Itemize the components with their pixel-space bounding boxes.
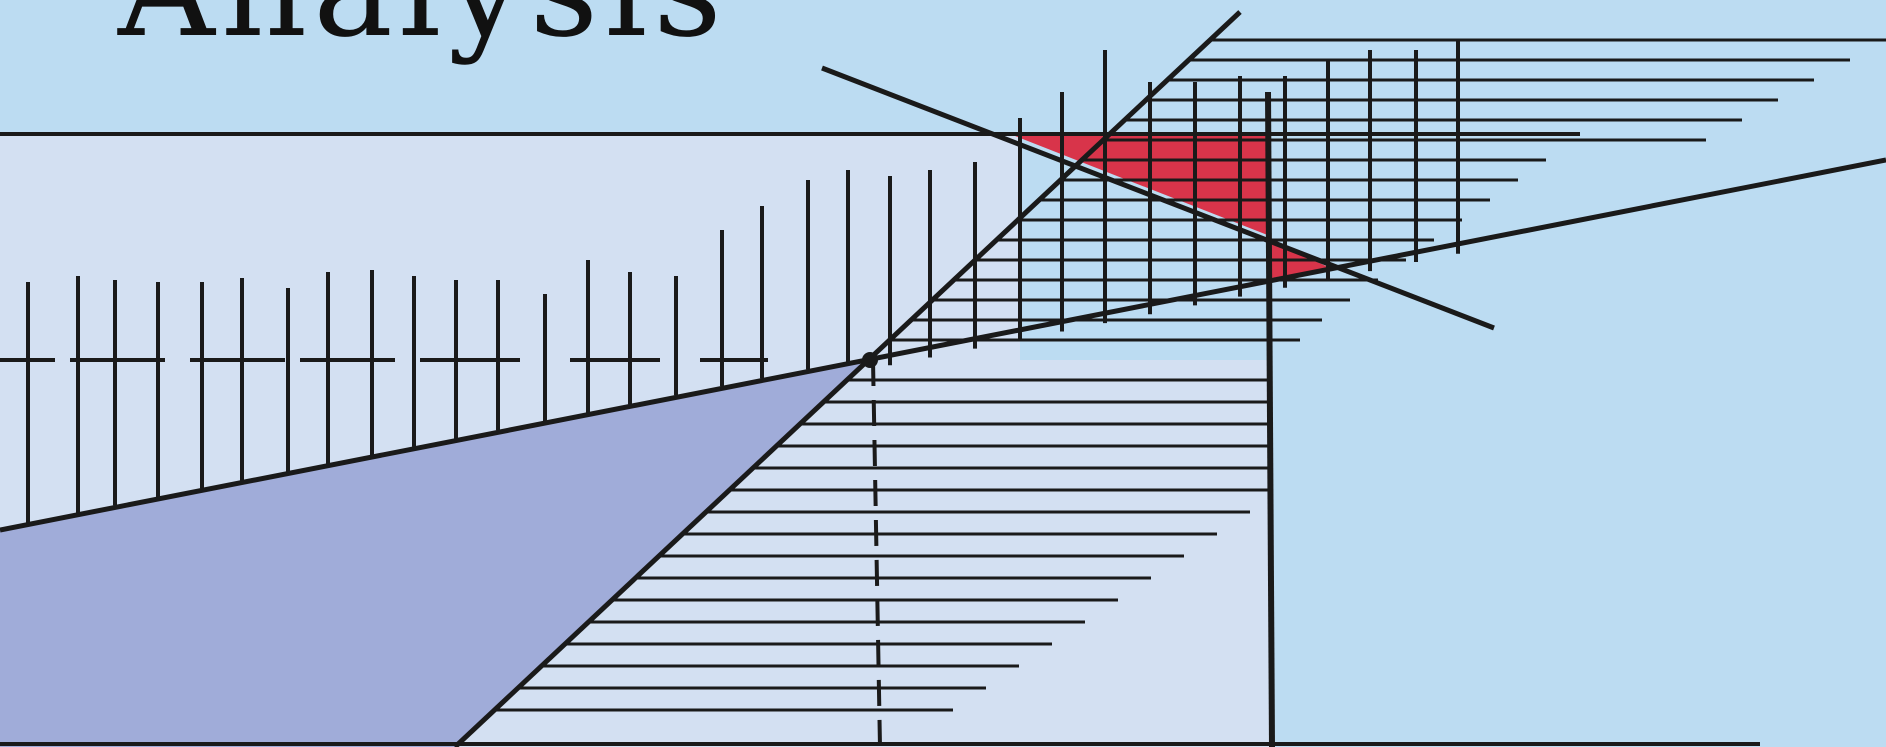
- pale-lower-region: [455, 360, 1272, 747]
- diagonal-line-steep: [453, 10, 1242, 747]
- diagonal-line-shallow: [0, 157, 1886, 533]
- horizontal-hatching-grid: [889, 38, 1886, 342]
- vertical-line-right: [1265, 91, 1275, 747]
- intersection-point: [862, 352, 878, 368]
- cover-title: Analysis: [118, 0, 728, 56]
- horizontal-hatching-lower: [494, 378, 1268, 712]
- vertical-hatching-left: [0, 170, 850, 523]
- vertical-dashed-line: [871, 359, 882, 747]
- diagonal-line-descending: [821, 65, 1495, 331]
- blue-wedge: [0, 360, 868, 747]
